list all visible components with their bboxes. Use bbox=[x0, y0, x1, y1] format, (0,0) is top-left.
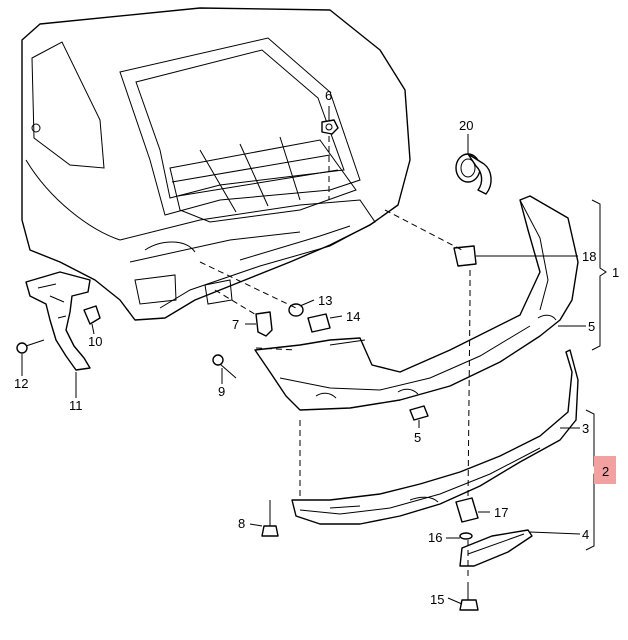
callout-12: 12 bbox=[14, 376, 28, 391]
spreader-nut-10 bbox=[83, 305, 101, 325]
leader-lines bbox=[21, 106, 586, 605]
bolt-15 bbox=[459, 582, 479, 611]
callout-20: 20 bbox=[459, 118, 473, 133]
callout-6: 6 bbox=[325, 88, 332, 103]
callout-4: 4 bbox=[582, 527, 589, 542]
vehicle-rear-body bbox=[21, 7, 411, 321]
callout-18: 18 bbox=[582, 249, 596, 264]
connector-14 bbox=[307, 313, 331, 333]
group-bracket-1 bbox=[591, 199, 607, 351]
callout-labels: 1 2 3 4 5 5 6 7 8 9 10 11 12 13 14 15 16… bbox=[14, 88, 619, 607]
callout-8: 8 bbox=[238, 516, 245, 531]
callout-5-lower: 5 bbox=[414, 430, 421, 445]
callout-1: 1 bbox=[612, 265, 619, 280]
adhesive-tape-roll bbox=[455, 153, 492, 195]
retainer-18 bbox=[453, 245, 477, 267]
clip-7 bbox=[255, 311, 273, 337]
callout-10: 10 bbox=[88, 334, 102, 349]
screw-12 bbox=[16, 339, 45, 354]
washer-16 bbox=[459, 532, 473, 540]
callout-17: 17 bbox=[494, 505, 508, 520]
side-mounting-bracket bbox=[25, 271, 91, 371]
callout-2: 2 bbox=[602, 464, 609, 479]
reflector-mark-5 bbox=[409, 405, 429, 421]
bumper-cover bbox=[254, 195, 579, 411]
callout-3: 3 bbox=[582, 421, 589, 436]
grommet-13 bbox=[288, 303, 304, 317]
callout-2-highlight bbox=[594, 456, 616, 484]
callout-9: 9 bbox=[218, 384, 225, 399]
clip-17 bbox=[455, 497, 479, 523]
callout-13: 13 bbox=[318, 293, 332, 308]
trim-strip bbox=[459, 529, 533, 567]
screw-9 bbox=[212, 354, 237, 379]
callout-15: 15 bbox=[430, 592, 444, 607]
lower-diffuser-panel bbox=[291, 349, 579, 525]
callout-16: 16 bbox=[428, 530, 442, 545]
nut-6 bbox=[321, 119, 339, 135]
assembly-lines bbox=[199, 136, 471, 580]
callout-7: 7 bbox=[232, 317, 239, 332]
callout-11: 11 bbox=[69, 398, 83, 413]
callout-14: 14 bbox=[346, 309, 360, 324]
bolt-8 bbox=[261, 500, 279, 537]
callout-5-upper: 5 bbox=[588, 319, 595, 334]
